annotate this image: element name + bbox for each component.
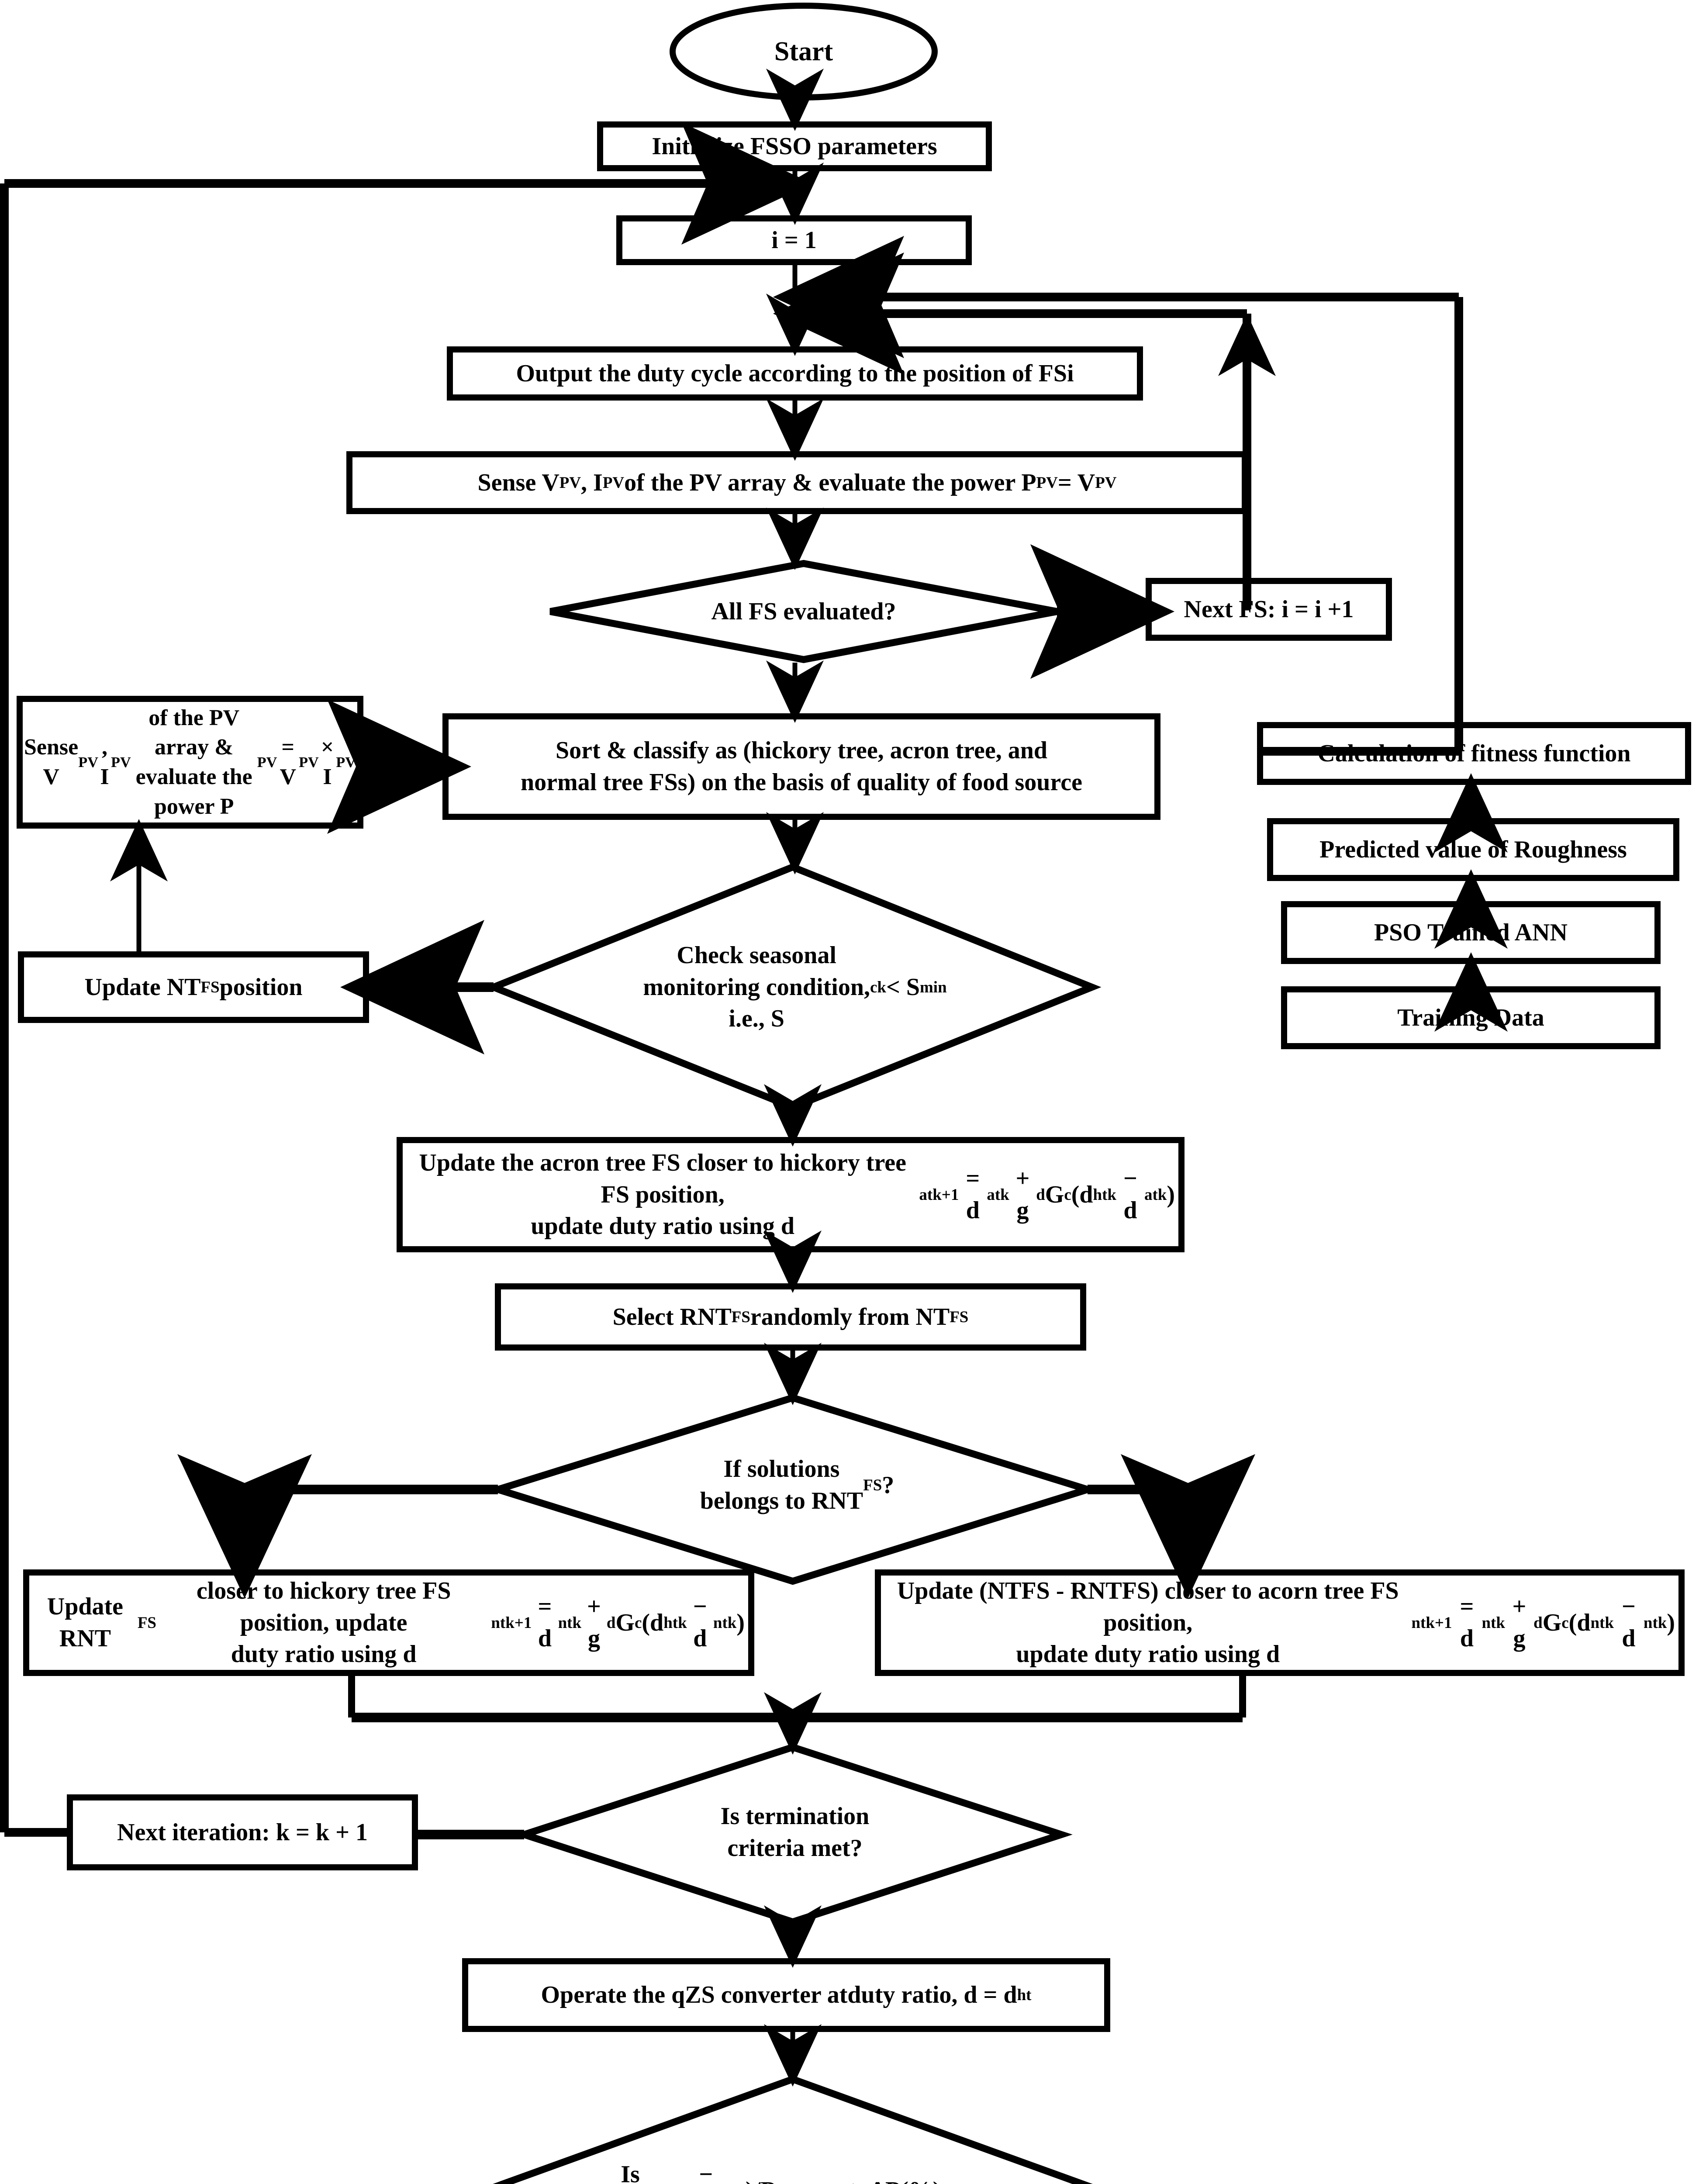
shape-if-belongs [486,1394,1099,1585]
shape-i-eq-1 [616,215,972,265]
shape-next-fs [1146,578,1392,641]
shape-delta-p-check [492,2075,1093,2184]
shape-update-acron [397,1137,1185,1252]
shape-operate-qzs [462,1958,1110,2032]
shape-sense-main [346,451,1248,514]
shape-training-data [1281,986,1661,1049]
shape-start [670,3,938,100]
shape-update-nt-fs [18,951,369,1023]
shape-predicted-roughness [1267,818,1679,881]
shape-output-duty [447,346,1143,401]
shape-init [597,121,992,171]
shape-update-rnt-left [23,1569,754,1676]
shape-select-rnt [495,1283,1086,1351]
connector-if-to-left-update [177,1454,498,1598]
shape-next-iteration [67,1794,418,1870]
shape-all-fs-evaluated [549,560,1058,663]
shape-sense-left [17,696,363,829]
connector-if-to-right-update [1088,1454,1255,1598]
shape-seasonal-check [484,863,1102,1111]
shape-sort-classify [442,713,1160,820]
shape-termination [513,1743,1073,1926]
shape-pso-ann [1281,901,1661,964]
shape-update-rnt-right [875,1569,1685,1676]
